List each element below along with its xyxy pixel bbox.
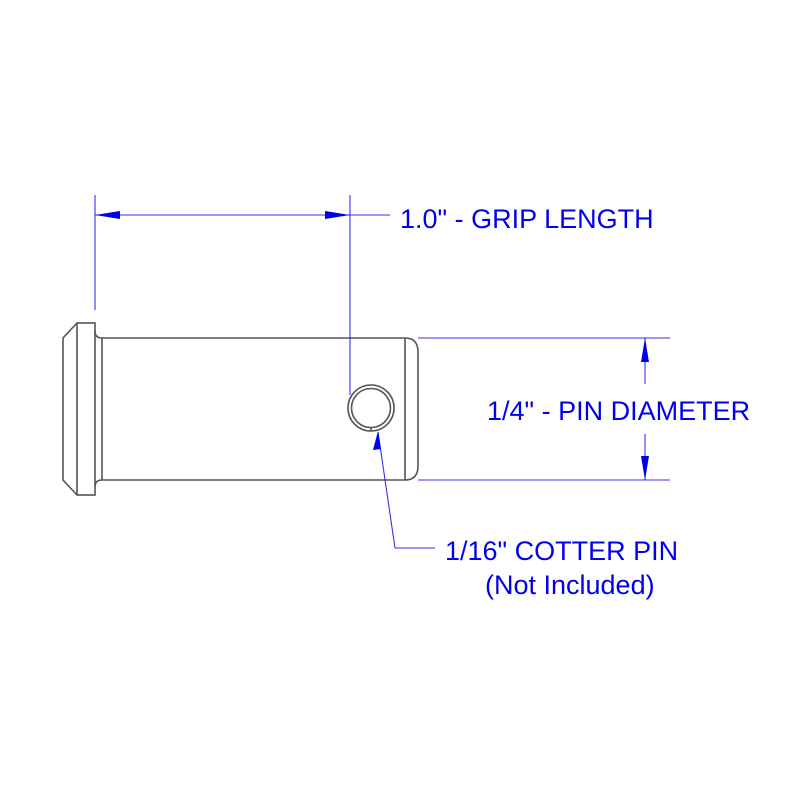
arrow-right-icon: [325, 211, 350, 219]
pin-head-chamfer: [62, 322, 78, 496]
pin-head: [76, 322, 96, 496]
cotter-pin-note: (Not Included): [485, 570, 655, 600]
pin-diameter-dimension: 1/4" - PIN DIAMETER: [418, 337, 750, 481]
leader-line: [377, 431, 435, 549]
arrow-up-icon: [641, 338, 649, 362]
arrow-left-icon: [95, 211, 120, 219]
pin-neck-fillet: [94, 330, 103, 488]
pin-diameter-label: 1/4" - PIN DIAMETER: [487, 396, 750, 426]
cotter-pin-label: 1/16" COTTER PIN: [445, 536, 678, 566]
leader-arrow-icon: [373, 431, 381, 450]
pin-shaft: [102, 337, 419, 481]
arrow-down-icon: [641, 456, 649, 480]
grip-length-dimension: 1.0" - GRIP LENGTH: [94, 195, 654, 395]
cotter-hole-outer: [347, 384, 395, 432]
cotter-pin-leader: 1/16" COTTER PIN (Not Included): [373, 431, 678, 600]
clevis-pin: [62, 322, 419, 496]
grip-length-label: 1.0" - GRIP LENGTH: [400, 204, 654, 234]
cotter-hole-inner: [350, 387, 392, 429]
